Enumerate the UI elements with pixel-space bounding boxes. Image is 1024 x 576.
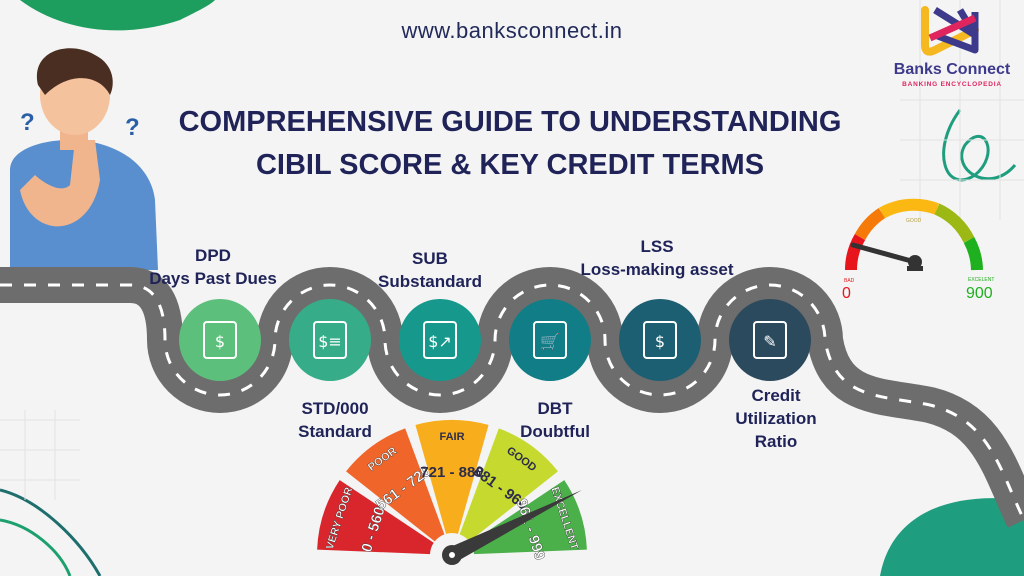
meter-needle [850, 242, 918, 265]
meter-bad-segment [845, 233, 866, 271]
score-band-very-poor [317, 480, 434, 555]
meter-max-value: 900 [966, 285, 993, 302]
score-band-name: FAIR [439, 431, 464, 443]
cart-analysis-icon: 🛒 [533, 321, 567, 359]
green-blob-bottom-right [880, 498, 1024, 576]
term-std: STD/000 Standard [245, 397, 425, 443]
logo-name: Banks Connect [893, 61, 1011, 78]
page-title: COMPREHENSIVE GUIDE TO UNDERSTANDING CIB… [100, 101, 920, 187]
meter-excellent-segment [963, 237, 983, 271]
term-code: STD/000 [301, 399, 369, 418]
road-lane-markings [0, 283, 1024, 521]
term-lss: LSS Loss-making asset [567, 235, 747, 281]
term-label: Doubtful [520, 422, 590, 441]
svg-text:✎: ✎ [763, 332, 776, 351]
svg-text:$: $ [215, 332, 225, 351]
term-circle [729, 299, 811, 381]
term-code: DPD [195, 246, 231, 265]
money-in-hand-icon: $ [203, 321, 237, 359]
term-label: Substandard [378, 272, 482, 291]
term-sub: SUB Substandard [340, 247, 520, 293]
term-circle [399, 299, 481, 381]
term-code: SUB [412, 249, 448, 268]
svg-text:$↗: $↗ [428, 332, 452, 351]
website-url[interactable]: www.banksconnect.in [401, 18, 623, 43]
meter-excellent-label: EXCELENT [968, 277, 994, 283]
question-mark-icon: ? [125, 114, 140, 141]
term-credit-utilization: Credit Utilization Ratio [686, 384, 866, 453]
document-pen-icon: ✎ [753, 321, 787, 359]
banks-connect-logo [921, 6, 979, 56]
svg-text:🛒: 🛒 [540, 332, 560, 351]
handshake-document-icon: $ [643, 321, 677, 359]
term-code: Credit [751, 386, 801, 405]
score-band-range: 721 - 880 [420, 464, 483, 481]
svg-text:$: $ [655, 332, 665, 351]
green-blob-top-left [20, 0, 215, 31]
invoice-check-icon: $≡ [313, 321, 347, 359]
svg-text:$≡: $≡ [318, 332, 342, 351]
term-circle [289, 299, 371, 381]
term-circle [179, 299, 261, 381]
dollar-growth-chart-icon: $↗ [423, 321, 457, 359]
term-code: DBT [537, 399, 573, 418]
term-label: Loss-making asset [580, 260, 734, 279]
logo-tagline: BANKING ENCYCLOPEDIA [902, 81, 1002, 88]
thinking-person-illustration: ? ? [10, 48, 158, 270]
term-dbt: DBT Doubtful [465, 397, 645, 443]
gauge-needle [448, 490, 582, 562]
term-label-extra: Ratio [754, 432, 798, 451]
meter-good-label: GOOD [906, 218, 922, 224]
term-dpd: DPD Days Past Dues [123, 244, 303, 290]
score-band-poor [346, 428, 445, 542]
term-circle [509, 299, 591, 381]
title-line-2: CIBIL SCORE & KEY CREDIT TERMS [255, 149, 765, 181]
term-label: Utilization [735, 409, 817, 428]
term-label: Standard [298, 422, 372, 441]
score-band-good [459, 428, 558, 542]
term-code: LSS [640, 237, 674, 256]
title-line-1: COMPREHENSIVE GUIDE TO UNDERSTANDING [178, 106, 842, 138]
meter-min-value: 0 [842, 285, 851, 302]
meter-bad-label: BAD [844, 278, 855, 284]
term-label: Days Past Dues [149, 269, 277, 288]
score-band-fair [415, 419, 489, 534]
term-circle [619, 299, 701, 381]
question-mark-icon: ? [20, 109, 35, 136]
